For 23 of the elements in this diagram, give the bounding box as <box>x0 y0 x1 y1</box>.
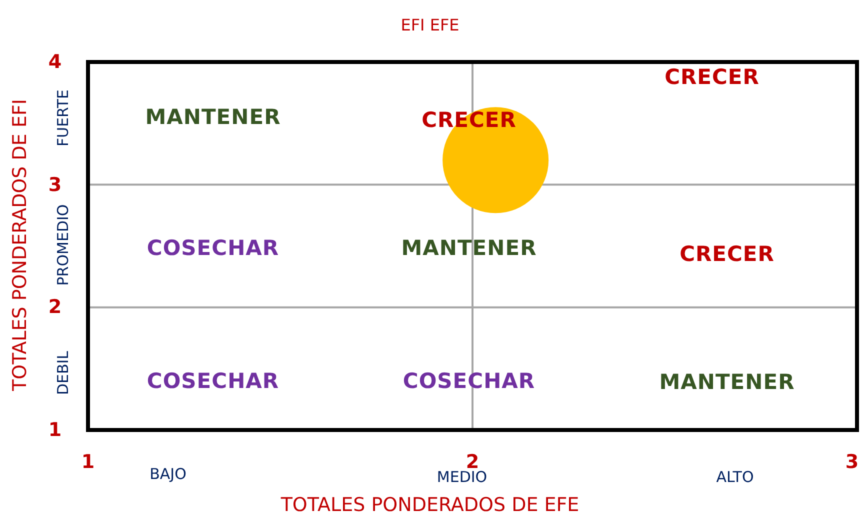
tick-label: 2 <box>48 296 62 318</box>
row-label: FUERTE <box>54 89 72 147</box>
tick-label: 3 <box>845 451 859 473</box>
column-label: MEDIO <box>436 468 488 486</box>
tick-label: 4 <box>48 51 62 73</box>
axis-title: TOTALES PONDERADOS DE EFI <box>9 99 31 391</box>
tick-label: 1 <box>81 451 95 473</box>
row-label: DEBIL <box>54 350 72 396</box>
tick-label: 1 <box>48 419 62 441</box>
strategy-label: CRECER <box>664 65 760 89</box>
strategy-label: COSECHAR <box>146 236 280 260</box>
strategy-label: MANTENER <box>145 105 281 129</box>
axis-title: TOTALES PONDERADOS DE EFE <box>280 494 580 516</box>
strategy-label: MANTENER <box>401 236 537 260</box>
column-label: ALTO <box>716 468 754 486</box>
strategy-label: CRECER <box>680 242 774 266</box>
row-label: PROMEDIO <box>54 204 72 286</box>
tick-label: 3 <box>48 174 62 196</box>
strategy-label: COSECHAR <box>402 369 536 393</box>
column-label: BAJO <box>150 465 186 483</box>
chart-title: EFI EFE <box>400 16 460 34</box>
strategy-label: MANTENER <box>659 370 795 394</box>
strategy-label: COSECHAR <box>146 369 280 393</box>
